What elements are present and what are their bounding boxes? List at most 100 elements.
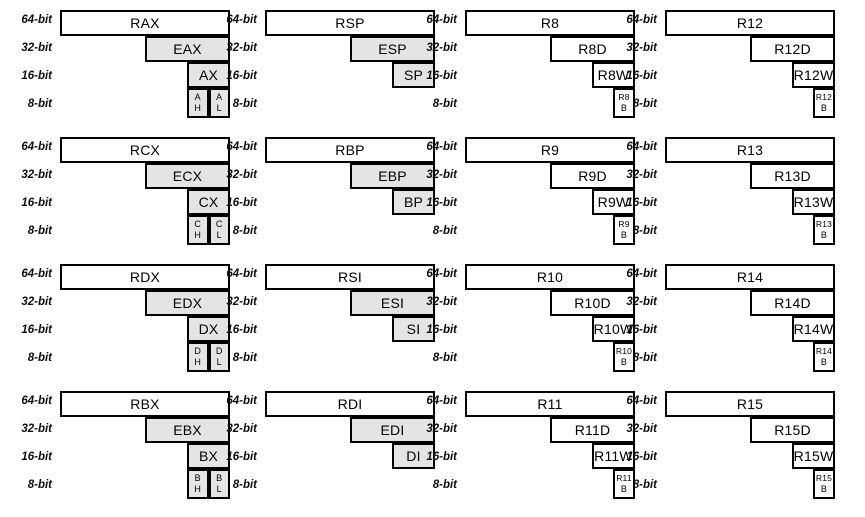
register-box-8-low-rbx-bottom: L xyxy=(216,484,222,494)
row-label-16bit: 16-bit xyxy=(626,70,657,82)
register-box-32-rbx: EBX xyxy=(145,417,230,443)
row-label-64bit: 64-bit xyxy=(226,141,257,153)
register-box-32-r12: R12D xyxy=(750,36,835,62)
row-label-16bit: 16-bit xyxy=(21,324,52,336)
register-box-8-low-rbx-top: B xyxy=(216,473,223,483)
register-box-8-high-rcx-bottom: H xyxy=(194,230,202,240)
register-box-32-rsp: ESP xyxy=(350,36,435,62)
register-box-32-r13: R13D xyxy=(750,163,835,189)
row-label-64bit: 64-bit xyxy=(626,141,657,153)
register-box-64-r8: R8 xyxy=(465,10,635,36)
row-label-32bit: 32-bit xyxy=(226,169,257,181)
row-label-64bit: 64-bit xyxy=(21,14,52,26)
row-label-16bit: 16-bit xyxy=(226,324,257,336)
register-box-8-bottom-r10: B xyxy=(620,357,628,367)
row-label-32bit: 32-bit xyxy=(626,169,657,181)
row-label-8bit: 8-bit xyxy=(632,352,657,364)
row-label-64bit: 64-bit xyxy=(626,268,657,280)
row-label-64bit: 64-bit xyxy=(426,268,457,280)
row-label-64bit: 64-bit xyxy=(426,395,457,407)
row-label-16bit: 16-bit xyxy=(426,324,457,336)
row-label-64bit: 64-bit xyxy=(426,14,457,26)
row-label-16bit: 16-bit xyxy=(21,197,52,209)
register-box-16-rcx: CX xyxy=(187,189,230,215)
row-label-8bit: 8-bit xyxy=(632,479,657,491)
register-box-16-r12: R12W xyxy=(792,62,835,88)
row-label-8bit: 8-bit xyxy=(232,98,257,110)
register-box-8-top-r10: R10 xyxy=(615,346,633,356)
row-label-16bit: 16-bit xyxy=(21,451,52,463)
row-label-8bit: 8-bit xyxy=(232,225,257,237)
row-label-8bit: 8-bit xyxy=(432,352,457,364)
row-label-32bit: 32-bit xyxy=(626,423,657,435)
row-label-32bit: 32-bit xyxy=(626,296,657,308)
register-box-32-rbp: EBP xyxy=(350,163,435,189)
row-label-64bit: 64-bit xyxy=(426,141,457,153)
register-box-16-rsp: SP xyxy=(392,62,435,88)
register-box-16-r13: R13W xyxy=(792,189,835,215)
row-label-64bit: 64-bit xyxy=(226,268,257,280)
register-box-8-top-r11: R11 xyxy=(616,473,632,483)
row-label-16bit: 16-bit xyxy=(21,70,52,82)
register-box-8-high-rcx-top: C xyxy=(194,219,202,229)
register-box-8-top-r14: R14 xyxy=(815,346,833,356)
row-label-32bit: 32-bit xyxy=(226,423,257,435)
register-box-64-rbx: RBX xyxy=(60,391,230,417)
register-box-32-r9: R9D xyxy=(550,163,635,189)
register-box-8-top-r9: R9 xyxy=(618,219,630,229)
row-label-32bit: 32-bit xyxy=(21,42,52,54)
row-label-16bit: 16-bit xyxy=(226,197,257,209)
register-box-8-bottom-r9: B xyxy=(620,230,628,240)
row-label-64bit: 64-bit xyxy=(226,395,257,407)
row-label-8bit: 8-bit xyxy=(432,479,457,491)
row-label-32bit: 32-bit xyxy=(226,42,257,54)
register-box-8-bottom-r11: B xyxy=(620,484,628,494)
row-label-64bit: 64-bit xyxy=(226,14,257,26)
row-label-8bit: 8-bit xyxy=(27,479,52,491)
register-box-16-r14: R14W xyxy=(792,316,835,342)
row-label-32bit: 32-bit xyxy=(226,296,257,308)
register-box-32-r10: R10D xyxy=(550,290,635,316)
register-box-16-rbp: BP xyxy=(392,189,435,215)
register-box-8-top-r13: R13 xyxy=(815,219,833,229)
register-box-16-rax: AX xyxy=(187,62,230,88)
register-box-8-low-rax-top: A xyxy=(216,92,223,102)
register-box-8-top-r12: R12 xyxy=(815,92,833,102)
register-box-32-r8: R8D xyxy=(550,36,635,62)
register-box-64-r9: R9 xyxy=(465,137,635,163)
row-label-32bit: 32-bit xyxy=(426,296,457,308)
register-box-8-low-rax-bottom: L xyxy=(216,103,222,113)
row-label-16bit: 16-bit xyxy=(226,70,257,82)
register-box-16-rbx: BX xyxy=(187,443,230,469)
row-label-16bit: 16-bit xyxy=(426,451,457,463)
row-label-16bit: 16-bit xyxy=(626,451,657,463)
row-label-64bit: 64-bit xyxy=(626,14,657,26)
register-box-32-rax: EAX xyxy=(145,36,230,62)
register-box-64-rsi: RSI xyxy=(265,264,435,290)
register-box-64-rsp: RSP xyxy=(265,10,435,36)
row-label-64bit: 64-bit xyxy=(21,268,52,280)
register-box-8-bottom-r14: B xyxy=(820,357,828,367)
register-box-64-r12: R12 xyxy=(665,10,835,36)
register-box-16-r9: R9W xyxy=(592,189,635,215)
